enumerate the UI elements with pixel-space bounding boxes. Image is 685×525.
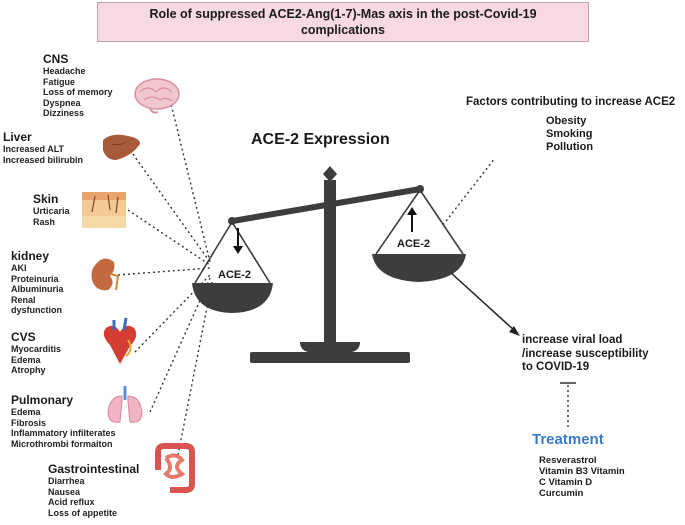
pulmonary-item: Fibrosis: [11, 417, 47, 428]
treatment-list: Resverastrol Vitamin B3 Vitamin C Vitami…: [539, 455, 625, 499]
scale-beam: [232, 186, 421, 224]
liver-icon: [103, 134, 140, 160]
effect-arrow-line: [449, 271, 516, 332]
factors-title: Factors contributing to increase ACE2: [466, 96, 676, 108]
connector-lines: [117, 99, 569, 456]
cns-heading: CNS: [43, 52, 69, 66]
gi-item: Loss of appetite: [48, 507, 118, 518]
cns-item: Dyspnea: [43, 97, 81, 108]
liver-group: Liver Increased ALT Increased bilirubin: [3, 130, 83, 165]
treatment-item: C Vitamin D: [539, 477, 593, 488]
gi-item: Acid reflux: [48, 497, 95, 507]
pulmonary-item: Inflammatory infilterates: [11, 428, 116, 438]
factors-list: Obesity Smoking Pollution: [546, 115, 593, 154]
skin-item: Rash: [33, 216, 56, 227]
kidney-item: Renal: [11, 294, 36, 305]
gi-heading: Gastrointestinal: [48, 462, 140, 476]
cvs-item: Edema: [11, 354, 41, 365]
title-box: Role of suppressed ACE2-Ang(1-7)-Mas axi…: [97, 2, 589, 42]
pulmonary-group: Pulmonary Edema Fibrosis Inflammatory in…: [11, 393, 116, 449]
cvs-group: CVS Myocarditis Edema Atrophy: [11, 330, 61, 376]
cvs-item: Atrophy: [11, 365, 46, 375]
pulmonary-item: Microthrombi formaiton: [11, 438, 113, 449]
down-arrow-icon: [233, 228, 243, 254]
cns-item: Dizziness: [43, 108, 85, 118]
kidney-icon: [91, 258, 120, 291]
cns-item: Loss of memory: [43, 87, 113, 97]
title-line-2: complications: [300, 23, 386, 37]
cns-item: Headache: [43, 66, 86, 76]
liver-item: Increased bilirubin: [3, 154, 84, 165]
balance-scale: [192, 166, 466, 363]
treatment-item: Resverastrol: [539, 455, 597, 466]
scale-pillar: [324, 180, 336, 342]
ace2-expression-label: ACE-2 Expression: [251, 131, 390, 148]
connector-gi: [177, 281, 213, 456]
left-pan: [192, 283, 273, 313]
skin-icon: [82, 192, 126, 228]
effect-arrowhead: [509, 326, 520, 336]
kidney-item: Albuminuria: [11, 284, 64, 294]
kidney-heading: kidney: [11, 249, 50, 263]
liver-heading: Liver: [3, 130, 32, 144]
gi-group: Gastrointestinal Diarrhea Nausea Acid re…: [48, 462, 139, 518]
connector-skin: [127, 209, 211, 266]
factor-item: Smoking: [546, 128, 593, 140]
right-pan: [372, 254, 466, 282]
factor-item: Pollution: [546, 141, 594, 153]
connector-kidney: [117, 267, 211, 276]
factor-item: Obesity: [546, 115, 587, 127]
scale-base: [250, 352, 410, 363]
skin-heading: Skin: [33, 192, 59, 206]
scale-finial: [323, 166, 337, 182]
cvs-item: Myocarditis: [11, 344, 62, 354]
kidney-item: dysfunction: [11, 305, 62, 315]
kidney-group: kidney AKI Proteinuria Albuminuria Renal…: [11, 249, 64, 316]
effect-line: to COVID-19: [522, 361, 590, 373]
skin-group: Skin Urticaria Rash: [33, 192, 70, 227]
lungs-icon: [107, 386, 143, 423]
scale-base-top: [300, 342, 360, 352]
brain-icon: [134, 78, 180, 114]
kidney-item: Proteinuria: [11, 273, 59, 284]
treatment-item: Vitamin B3 Vitamin: [539, 466, 625, 477]
connector-liver: [129, 149, 211, 263]
effect-line: /increase susceptibility: [522, 347, 649, 360]
treatment-item: Curcumin: [539, 488, 584, 499]
pulmonary-item: Edema: [11, 407, 41, 417]
pulmonary-heading: Pulmonary: [11, 393, 74, 407]
gi-item: Diarrhea: [48, 476, 85, 486]
cns-item: Fatigue: [43, 76, 76, 87]
intestine-icon: [155, 443, 195, 493]
heart-icon: [103, 317, 137, 364]
title-line-1: Role of suppressed ACE2-Ang(1-7)-Mas axi…: [149, 7, 537, 21]
skin-item: Urticaria: [33, 206, 70, 216]
up-arrow-icon: [407, 207, 417, 232]
right-pan-label: ACE-2: [397, 238, 431, 250]
kidney-item: AKI: [11, 263, 27, 273]
effect-text: increase viral load /increase susceptibi…: [522, 334, 649, 375]
gi-item: Nausea: [48, 486, 81, 497]
liver-item: Increased ALT: [3, 144, 65, 154]
cns-group: CNS Headache Fatigue Loss of memory Dysp…: [43, 52, 113, 119]
connector-factors: [442, 157, 496, 226]
cvs-heading: CVS: [11, 330, 36, 344]
effect-line: increase viral load: [522, 334, 623, 346]
connector-cns: [169, 99, 211, 263]
treatment-title: Treatment: [532, 431, 604, 448]
left-pan-label: ACE-2: [218, 269, 252, 281]
